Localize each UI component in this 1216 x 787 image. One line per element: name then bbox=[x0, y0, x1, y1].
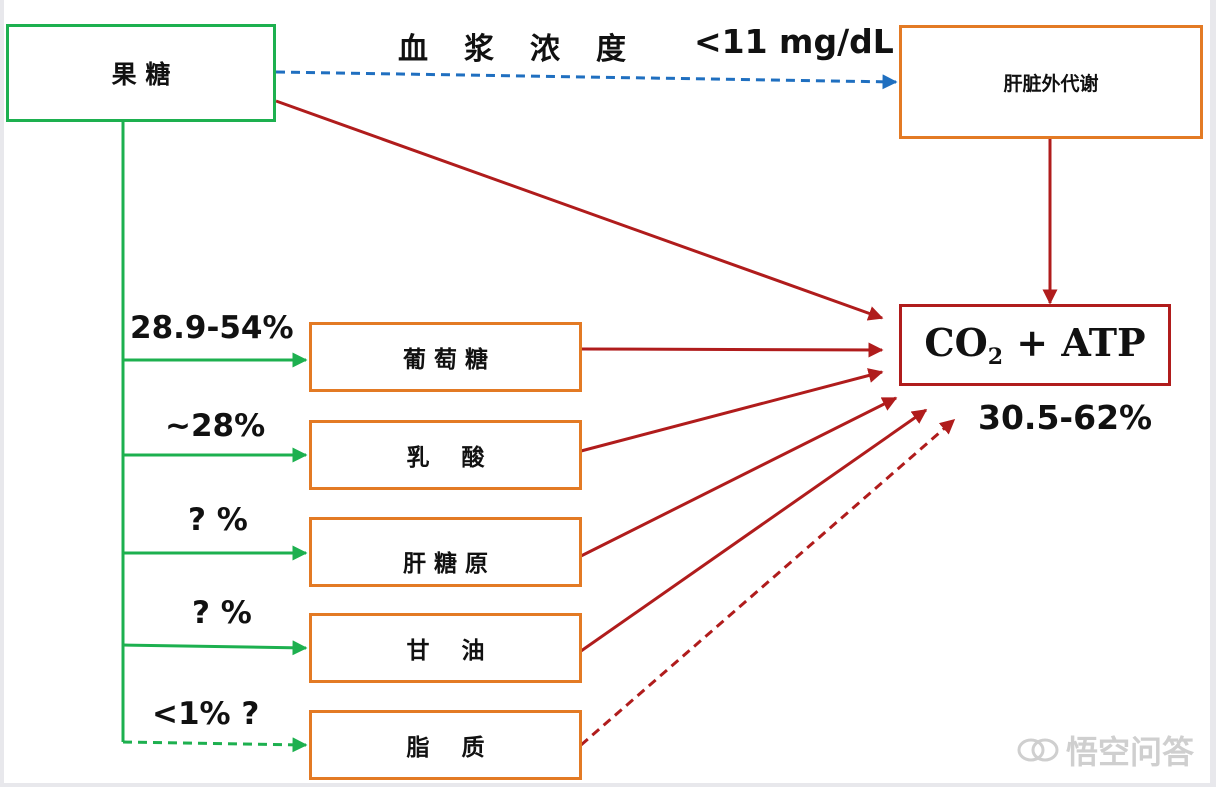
lipid-label: 脂 质 bbox=[406, 735, 485, 761]
glucose-percent: 28.9-54% bbox=[130, 310, 294, 346]
lactate-label: 乳 酸 bbox=[406, 445, 485, 471]
glucose-label: 葡 萄 糖 bbox=[402, 347, 488, 373]
lactate-box: 乳 酸 bbox=[309, 420, 582, 490]
arrow-fructose-lipid bbox=[122, 737, 308, 753]
plasma-concentration-value: <11 mg/dL bbox=[694, 22, 894, 61]
watermark: 悟空问答 bbox=[1016, 727, 1194, 773]
arrow-fructose-extrahepatic bbox=[275, 70, 898, 90]
wukong-logo-icon bbox=[1017, 738, 1059, 762]
fructose-box: 果 糖 bbox=[6, 24, 276, 122]
plasma-concentration-label: 血浆浓度 bbox=[398, 32, 662, 67]
glycerol-percent: ? % bbox=[192, 595, 252, 631]
product-box: CO2 + ATP bbox=[899, 304, 1171, 386]
arrow-glucose-product bbox=[580, 342, 884, 358]
arrow-fructose-product bbox=[275, 99, 884, 321]
product-co: CO bbox=[924, 320, 988, 365]
arrow-glycerol-product bbox=[580, 408, 928, 653]
product-atp: + ATP bbox=[1003, 320, 1146, 365]
watermark-text: 悟空问答 bbox=[1065, 733, 1194, 771]
arrow-glycogen-product bbox=[580, 396, 898, 558]
arrow-lactate-product bbox=[580, 368, 884, 453]
lipid-box: 脂 质 bbox=[309, 710, 582, 780]
extrahepatic-label: 肝脏外代谢 bbox=[1003, 72, 1099, 95]
glycogen-box: 肝 糖 原 bbox=[309, 517, 582, 587]
product-label: CO2 + ATP bbox=[924, 320, 1145, 370]
lactate-percent: ~28% bbox=[165, 408, 266, 444]
glycerol-label: 甘 油 bbox=[406, 638, 485, 664]
fructose-label: 果 糖 bbox=[111, 60, 171, 89]
extrahepatic-box: 肝脏外代谢 bbox=[899, 25, 1203, 139]
glucose-box: 葡 萄 糖 bbox=[309, 322, 582, 392]
glycogen-percent: ? % bbox=[188, 502, 248, 538]
glycogen-label: 肝 糖 原 bbox=[402, 551, 488, 577]
arrow-lipid-product bbox=[580, 418, 956, 747]
lipid-percent: <1% ? bbox=[152, 696, 260, 732]
glycerol-box: 甘 油 bbox=[309, 613, 582, 683]
arrow-fructose-glycerol bbox=[122, 640, 308, 656]
product-percent: 30.5-62% bbox=[978, 398, 1153, 437]
product-subscript: 2 bbox=[987, 344, 1004, 370]
